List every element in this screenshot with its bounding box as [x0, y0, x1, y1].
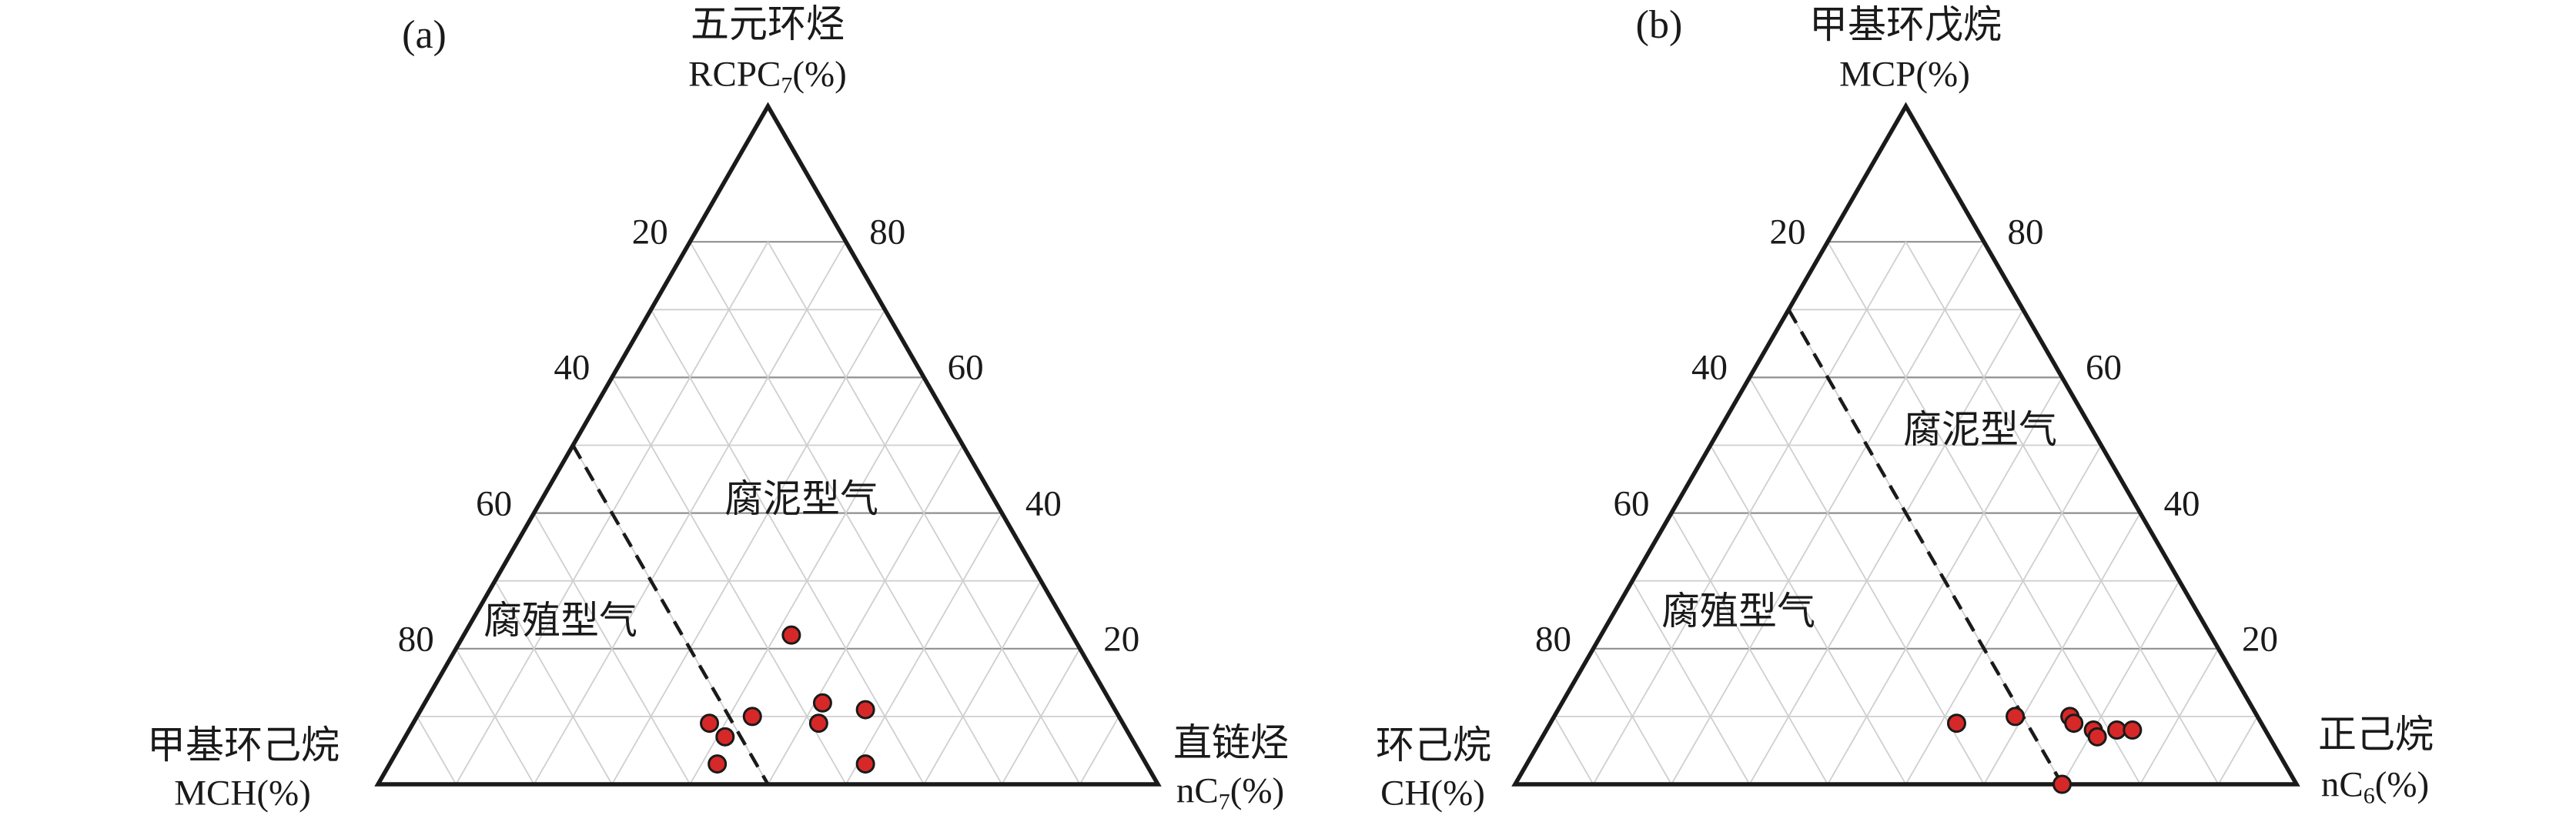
dashed-boundary-line — [1787, 309, 2064, 786]
left-axis-label-b: CH(%) — [1380, 773, 1485, 814]
triangle-frame — [1511, 102, 2300, 787]
grid-line — [416, 716, 457, 785]
left-axis-symbol-a: MCH — [174, 773, 257, 814]
data-point — [2123, 720, 2143, 740]
top-axis-label-b: MCP(%) — [1839, 54, 1970, 95]
left-tick-label-a: 60 — [476, 483, 513, 524]
region-label-sapropelic-a: 腐泥型气 — [724, 477, 878, 520]
data-point — [812, 693, 832, 713]
grid-line — [2217, 716, 2259, 785]
grid-line — [494, 580, 613, 785]
region-label-humic-a: 腐殖型气 — [483, 599, 637, 642]
panel-label-a: (a) — [402, 13, 447, 57]
top-axis-unit-b: (%) — [1915, 54, 1970, 95]
right-axis-label-b: nC6(%) — [2320, 764, 2430, 807]
data-point — [715, 727, 735, 747]
grid-line — [2061, 580, 2180, 785]
grid-line — [923, 580, 1042, 785]
right-tick-label-a: 80 — [869, 212, 906, 252]
left-axis-name-b: 环己烷 — [1376, 723, 1491, 767]
grid-line — [689, 241, 1003, 785]
data-point — [781, 625, 801, 645]
dashed-boundary-line — [571, 444, 770, 786]
grid-line — [1079, 716, 1120, 785]
left-tick-label-b: 60 — [1613, 483, 1650, 524]
right-axis-unit-a: (%) — [1229, 770, 1285, 811]
right-tick-label-a: 20 — [1103, 619, 1140, 660]
left-tick-label-b: 20 — [1769, 212, 1806, 252]
left-axis-label-a: MCH(%) — [174, 773, 311, 814]
right-axis-symbol-a: nC — [1176, 770, 1219, 811]
right-axis-label-a: nC7(%) — [1176, 770, 1285, 814]
grid-line — [1671, 513, 1828, 785]
left-axis-unit-b: (%) — [1430, 773, 1485, 814]
data-point — [2087, 727, 2107, 747]
right-tick-label-a: 60 — [947, 347, 984, 388]
grid-line — [1905, 445, 2103, 785]
left-tick-label-a: 80 — [397, 619, 434, 660]
top-axis-symbol-a: RCPC — [688, 54, 781, 95]
grid-line — [611, 309, 886, 785]
data-point — [855, 754, 875, 774]
top-axis-name-a: 五元环烃 — [691, 2, 845, 45]
region-label-humic-b: 腐殖型气 — [1661, 590, 1815, 633]
data-point — [708, 754, 728, 774]
data-point — [2107, 720, 2127, 740]
right-axis-unit-b: (%) — [2374, 764, 2430, 805]
data-point — [2064, 713, 2084, 733]
data-point — [2052, 774, 2072, 794]
grid-line — [1592, 648, 1672, 785]
top-axis-unit-a: (%) — [792, 54, 847, 95]
data-point — [1946, 713, 1966, 733]
ternary-panel-b — [1511, 102, 2300, 794]
grid-line — [1553, 716, 1594, 785]
grid-line — [1709, 445, 1907, 785]
right-tick-label-b: 80 — [2007, 212, 2044, 252]
right-tick-label-b: 40 — [2163, 483, 2200, 524]
top-axis-symbol-b: MCP — [1839, 54, 1916, 95]
left-tick-label-b: 40 — [1691, 347, 1728, 388]
region-label-sapropelic-b: 腐泥型气 — [1903, 408, 2057, 451]
grid-line — [767, 241, 1081, 785]
grid-line — [1905, 241, 2220, 785]
grid-line — [1827, 241, 2141, 785]
panel-label-b: (b) — [1635, 3, 1683, 47]
grid-line — [767, 445, 964, 785]
grid-line — [611, 376, 847, 785]
data-point — [742, 707, 762, 727]
right-tick-label-b: 20 — [2242, 619, 2278, 660]
right-axis-name-a: 直链烃 — [1173, 721, 1289, 764]
right-tick-label-b: 60 — [2086, 347, 2122, 388]
left-tick-label-b: 80 — [1535, 619, 1571, 660]
data-point — [700, 713, 720, 733]
left-tick-label-a: 20 — [631, 212, 668, 252]
left-axis-unit-a: (%) — [256, 773, 311, 814]
grid-line — [1748, 309, 2024, 785]
grid-line — [455, 648, 535, 785]
data-point — [808, 713, 828, 733]
top-axis-label-a: RCPC7(%) — [688, 54, 847, 97]
right-axis-subscript-a: 7 — [1218, 789, 1230, 815]
right-tick-label-a: 40 — [1025, 483, 1062, 524]
right-axis-symbol-b: nC — [2320, 764, 2364, 805]
ternary-panel-a — [374, 102, 1162, 787]
right-axis-name-b: 正己烷 — [2318, 713, 2434, 756]
grid-line — [533, 513, 691, 785]
left-axis-name-a: 甲基环己烷 — [147, 723, 340, 767]
data-point — [2006, 707, 2026, 727]
left-axis-symbol-b: CH — [1380, 773, 1431, 814]
data-point — [855, 700, 875, 720]
top-axis-subscript-a: 7 — [781, 72, 793, 99]
right-axis-subscript-b: 6 — [2363, 783, 2375, 809]
left-tick-label-a: 40 — [554, 347, 590, 388]
grid-line — [1631, 580, 1751, 785]
top-axis-name-b: 甲基环戊烷 — [1809, 3, 2002, 46]
grid-line — [650, 309, 925, 785]
grid-line — [1748, 376, 1985, 785]
